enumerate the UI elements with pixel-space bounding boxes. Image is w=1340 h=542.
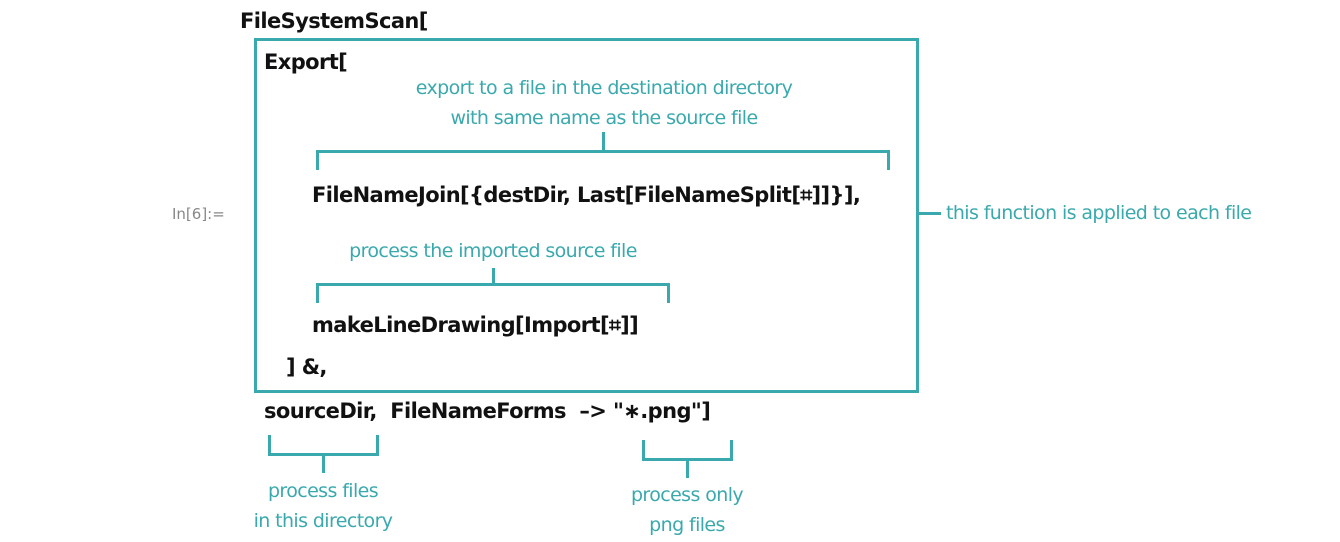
pure-function-box xyxy=(254,38,919,393)
code-line-filesystemscan: FileSystemScan[ xyxy=(240,9,428,33)
annotation-source-dir-line2: in this directory xyxy=(253,510,393,532)
annotation-process-import: process the imported source file xyxy=(349,240,637,262)
annotation-png-only-line1: process only xyxy=(630,484,744,506)
annotation-export-target-line1: export to a file in the destination dire… xyxy=(415,77,793,99)
code-line-export: Export[ xyxy=(264,50,348,74)
code-line-close-function: ] &, xyxy=(286,355,327,379)
code-line-source-options: sourceDir, FileNameForms –> "∗.png"] xyxy=(264,399,711,423)
annotation-png-only-line2: png files xyxy=(649,514,725,536)
input-cell-label: In[6]:= xyxy=(172,205,225,223)
code-line-filenamejoin: FileNameJoin[{destDir, Last[FileNameSpli… xyxy=(312,183,861,207)
annotation-function-applied: this function is applied to each file xyxy=(946,202,1252,224)
annotation-export-target-line2: with same name as the source file xyxy=(450,107,758,129)
annotation-source-dir-line1: process files xyxy=(267,480,379,502)
code-line-makelinedrawing: makeLineDrawing[Import[⌗]] xyxy=(312,313,639,337)
